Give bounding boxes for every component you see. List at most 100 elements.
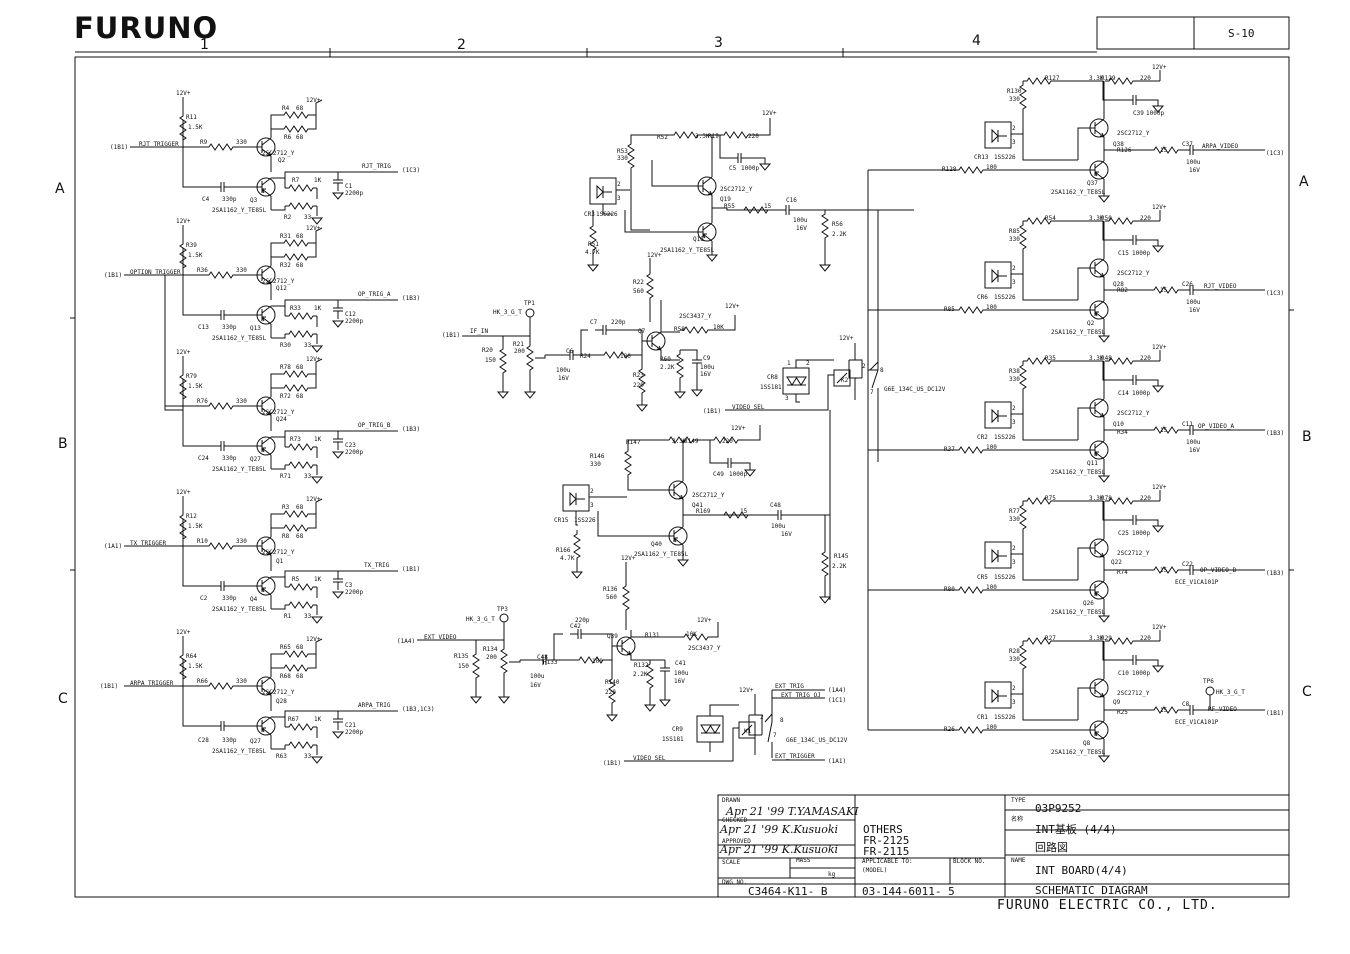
buffers-2-q-bot: Q11 (1087, 460, 1098, 467)
common-r1k: 1K (314, 177, 322, 184)
sheet-box (1096, 16, 1290, 50)
common-q-bot-type: 2SA1162_Y_TE85L (1051, 609, 1106, 616)
buffers-1-r-up: R85 (1009, 228, 1020, 235)
common-r15: 15 (1160, 427, 1168, 434)
buffers-2-r-in: R37 (944, 446, 955, 453)
triggers-3-in-port: (1A1) (104, 543, 122, 550)
diode-cr8 (782, 367, 810, 395)
buffers-2-out-port: (1B3) (1266, 430, 1284, 437)
common-c100u: 100u (556, 367, 571, 374)
center-r24: R24 (580, 353, 591, 360)
triggers-2-c-out: C23 (345, 442, 356, 449)
buffers-2-out-net: OP_VIDEO_A (1198, 423, 1235, 430)
label: 1 (787, 360, 791, 367)
triggers-4-c-out: C21 (345, 722, 356, 729)
center-r20: R20 (482, 347, 493, 354)
common-c-out-val: 2200p (345, 190, 363, 197)
title-block-drawn-lbl: DRAWN (722, 797, 740, 804)
common-v12: 12V+ (306, 356, 321, 363)
common-v16: 16V (796, 225, 807, 232)
title-block-code: 03-144-6011- 5 (862, 885, 955, 898)
common-r220: 220 (1140, 635, 1151, 642)
buffers-1-c-out: C26 (1182, 281, 1193, 288)
common-v12: 12V+ (1152, 624, 1167, 631)
common-v12: 12V+ (176, 489, 191, 496)
common-v12: 12V+ (839, 335, 854, 342)
common-r68: 68 (296, 134, 304, 141)
buffers-3-r-out: R74 (1117, 569, 1128, 576)
label: 2 (760, 714, 764, 721)
common-c100u: 100u (793, 217, 808, 224)
common-q-bot-type: 2SA1162_Y_TE85L (660, 247, 715, 254)
common-r3k3: 3.3K (1089, 635, 1104, 642)
buffers-1-cr: CR6 (977, 294, 988, 301)
center-r149: R149 (684, 438, 699, 445)
triggers-3-c-in: C2 (200, 595, 208, 602)
triggers-0-c-out: C1 (345, 183, 353, 190)
common-v12: 12V+ (306, 496, 321, 503)
common-q-bot-type: 2SA1162_Y_TE85L (1051, 469, 1106, 476)
center-cr15: CR15 (554, 517, 569, 524)
center-r58: R58 (674, 326, 685, 333)
common-r220: 220 (1140, 495, 1151, 502)
title-block-model-lbl: (MODEL) (862, 867, 887, 874)
center-r51v: 4.7K (585, 249, 600, 256)
video-bus (867, 169, 955, 731)
common-r68: 68 (296, 364, 304, 371)
trigger-stage: (1A1) TX_TRIGGER 12V+ R12 1.5K R10 330 R… (104, 489, 420, 624)
center-relay: G6E_134C_US_DC12V (786, 737, 848, 744)
common-c100u: 100u (1186, 159, 1201, 166)
buffers-4-r-out: R25 (1117, 709, 1128, 716)
center-if-port: (1B1) (442, 332, 460, 339)
buffers-2-c-b: C14 (1118, 390, 1129, 397)
common-v12: 12V+ (1152, 484, 1167, 491)
common-v16: 16V (781, 531, 792, 538)
center-r56: R56 (832, 221, 843, 228)
buffers-4-note: ECE_V1CA101P (1175, 719, 1219, 726)
buffers-0-r-in: R128 (942, 166, 957, 173)
common-c1000: 1000p (1132, 390, 1150, 397)
triggers-1-in-port: (1B1) (104, 272, 122, 279)
buffers-0-r-up: R130 (1007, 88, 1022, 95)
grid-row-a-right: A (1299, 174, 1309, 190)
triggers-4-q-bot: Q27 (250, 738, 261, 745)
common-r100: 100 (986, 164, 997, 171)
common-v12: 12V+ (1152, 344, 1167, 351)
common-r68: 68 (296, 105, 304, 112)
common-r220: 220 (748, 133, 759, 140)
triggers-1-r-e: R33 (290, 305, 301, 312)
center-q7t: 2SC3437_Y (688, 645, 721, 652)
center-tp6: TP6 (1203, 678, 1214, 685)
triggers-3-out-port: (1B1) (402, 566, 420, 573)
title-block-drawing-jp: 回路図 (1035, 841, 1068, 854)
common-q-top-type: 2SC2712_Y (692, 492, 725, 499)
test-point-tp1 (525, 308, 535, 318)
common-v16: 16V (1189, 447, 1200, 454)
title-block-type-lbl: TYPE (1011, 797, 1026, 804)
center-r21: R21 (513, 341, 524, 348)
common-q-bot-type: 2SA1162_Y_TE85L (1051, 189, 1106, 196)
triggers-1-r-b: R32 (280, 262, 291, 269)
buffers-3-r-b: R78 (1101, 495, 1112, 502)
common-r220: 220 (605, 689, 616, 696)
buffers-3-r-top: R75 (1045, 495, 1056, 502)
center-r60v: 2.2K (660, 364, 675, 371)
common-r68: 68 (296, 504, 304, 511)
label: 2 (806, 360, 810, 367)
common-v16: 16V (1189, 307, 1200, 314)
common-r-in-val: 330 (1009, 96, 1020, 103)
center-ext-port: (1A4) (397, 638, 415, 645)
center-c49: C49 (713, 471, 724, 478)
grid-col-1: 1 (200, 37, 209, 53)
triggers-4-r-e: R67 (288, 716, 299, 723)
buffers-0-q-bot: Q37 (1087, 180, 1098, 187)
triggers-2-r-f: R71 (280, 473, 291, 480)
common-r-pull-val: 1.5K (188, 124, 203, 131)
common-q-bot-type: 2SA1162_Y_TE85L (212, 748, 267, 755)
common-q-top-type: 2SC2712_Y (720, 186, 753, 193)
triggers-0-r-in: R9 (200, 139, 208, 146)
common-v16: 16V (530, 682, 541, 689)
triggers-0-r-f: R2 (284, 214, 292, 221)
